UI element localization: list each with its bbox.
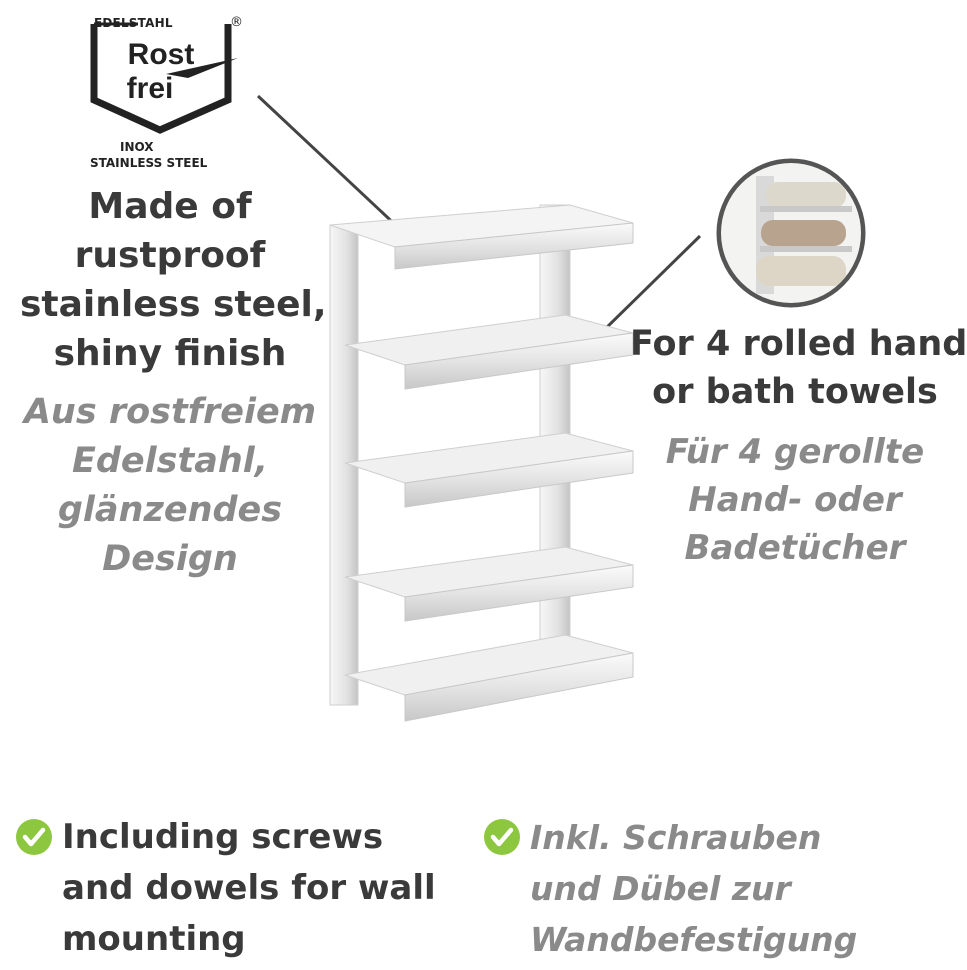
shield-icon: Rost frei bbox=[90, 22, 238, 134]
text-line: and dowels for wall bbox=[62, 868, 436, 908]
swoosh-icon bbox=[166, 58, 238, 78]
text-line: Design bbox=[102, 539, 238, 579]
text-line: Wandbefestigung bbox=[530, 920, 858, 959]
material-description-en: Made of rustproof stainless steel, shiny… bbox=[20, 182, 327, 378]
accessories-bullet-de: Inkl. Schrauben und Dübel zur Wandbefest… bbox=[530, 812, 930, 965]
text-line: Für 4 gerollte bbox=[665, 432, 925, 472]
text-line: or bath towels bbox=[652, 372, 938, 412]
logo-top-text: EDELSTAHL bbox=[94, 16, 173, 30]
capacity-description-de: Für 4 gerollte Hand- oder Badetücher bbox=[630, 428, 960, 572]
towel-rack-image bbox=[329, 204, 634, 722]
logo-stainless-text: STAINLESS STEEL bbox=[90, 156, 208, 170]
registered-mark: ® bbox=[230, 15, 243, 30]
text-line: Badetücher bbox=[684, 528, 906, 568]
capacity-description-en: For 4 rolled hand or bath towels bbox=[630, 320, 967, 416]
text-line: Including screws bbox=[62, 817, 384, 857]
text-line: Inkl. Schrauben bbox=[530, 818, 822, 857]
text-line: Made of bbox=[88, 186, 252, 227]
rostfrei-logo: Rost frei bbox=[88, 12, 238, 142]
logo-brand-line2: frei bbox=[127, 72, 174, 105]
checkmark-icon bbox=[16, 819, 52, 855]
text-line: Aus rostfreiem bbox=[23, 392, 317, 432]
text-line: Edelstahl, bbox=[71, 441, 269, 481]
text-line: rustproof bbox=[74, 235, 266, 276]
accessories-bullet-en: Including screws and dowels for wall mou… bbox=[62, 812, 442, 965]
text-line: mounting bbox=[62, 919, 246, 959]
material-description-de: Aus rostfreiem Edelstahl, glänzendes Des… bbox=[20, 388, 320, 584]
callout-line-towels bbox=[600, 234, 702, 334]
logo-inox-text: INOX bbox=[120, 140, 154, 154]
text-line: stainless steel, bbox=[20, 284, 327, 325]
text-line: For 4 rolled hand bbox=[630, 324, 967, 364]
checkmark-icon bbox=[484, 819, 520, 855]
towel-inset-image bbox=[716, 158, 866, 308]
logo-brand-line1: Rost bbox=[128, 38, 195, 71]
text-line: shiny finish bbox=[53, 333, 287, 374]
text-line: und Dübel zur bbox=[530, 869, 791, 908]
text-line: Hand- oder bbox=[688, 480, 902, 520]
text-line: glänzendes bbox=[57, 490, 283, 530]
